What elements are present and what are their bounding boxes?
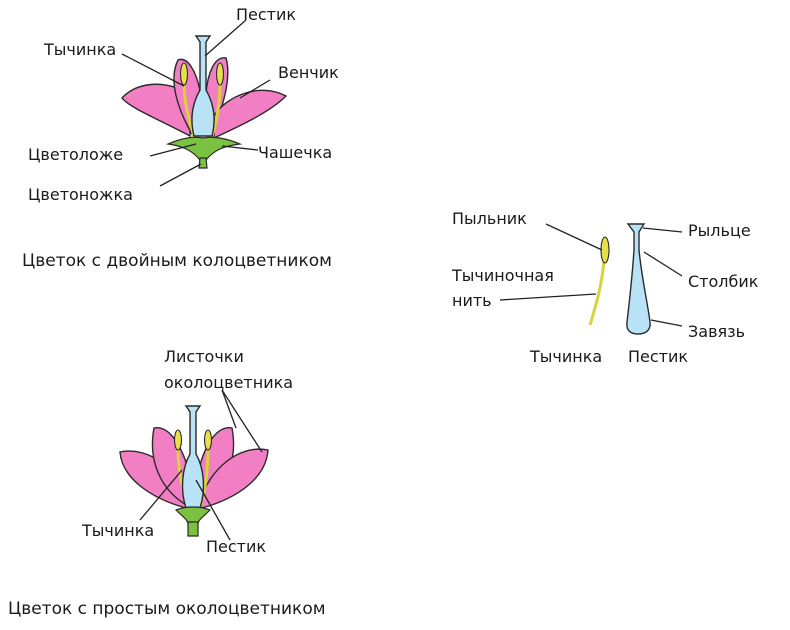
pedicel — [198, 157, 208, 169]
pistil — [191, 35, 215, 137]
label-style: Столбик — [688, 272, 759, 291]
stamen2-anther-right — [203, 429, 213, 451]
flower2-leader-lines — [139, 389, 263, 541]
stem2 — [187, 521, 199, 537]
label-stamen-part: Тычинка — [529, 347, 602, 366]
label-pistil-1: Пестик — [236, 5, 296, 24]
tepal-right — [199, 448, 269, 509]
stamen-anther-right — [215, 62, 225, 86]
label-calyx: Чашечка — [258, 143, 332, 162]
pistil2 — [181, 405, 205, 509]
label-stamen-1: Тычинка — [43, 40, 116, 59]
flower1-leader-lines — [121, 19, 271, 187]
label-receptacle: Цветоложе — [28, 145, 123, 164]
caption-simple-perianth: Цветок с простым околоцветником — [8, 599, 326, 619]
label-anther: Пыльник — [452, 209, 527, 228]
label-corolla: Венчик — [278, 63, 339, 82]
parts-leader-lines — [499, 223, 683, 327]
receptacle2 — [174, 506, 212, 525]
label-stamen-2: Тычинка — [81, 521, 154, 540]
detail-stamen-anther — [600, 236, 610, 264]
detail-pistil — [626, 223, 651, 335]
label-pistil-2: Пестик — [206, 537, 266, 556]
label-filament-line1: Тычиночная — [451, 266, 554, 285]
detail-stamen-filament — [588, 259, 606, 326]
label-ovary: Завязь — [688, 322, 745, 341]
label-stigma: Рыльце — [688, 221, 751, 240]
caption-double-perianth: Цветок с двойным колоцветником — [22, 251, 332, 271]
label-tepals-line1: Листочки — [164, 347, 244, 366]
flower-double-perianth — [121, 35, 288, 169]
parts-detail — [588, 223, 651, 335]
stamen-anther-left — [179, 62, 189, 86]
label-filament-line2: нить — [452, 291, 492, 310]
petal-right — [213, 89, 288, 140]
label-tepals-line2: околоцветника — [164, 373, 293, 392]
label-pedicel: Цветоножка — [28, 185, 133, 204]
stamen2-anther-left — [173, 429, 183, 451]
label-pistil-part: Пестик — [628, 347, 688, 366]
calyx — [165, 136, 243, 161]
flower-simple-perianth — [119, 405, 269, 537]
